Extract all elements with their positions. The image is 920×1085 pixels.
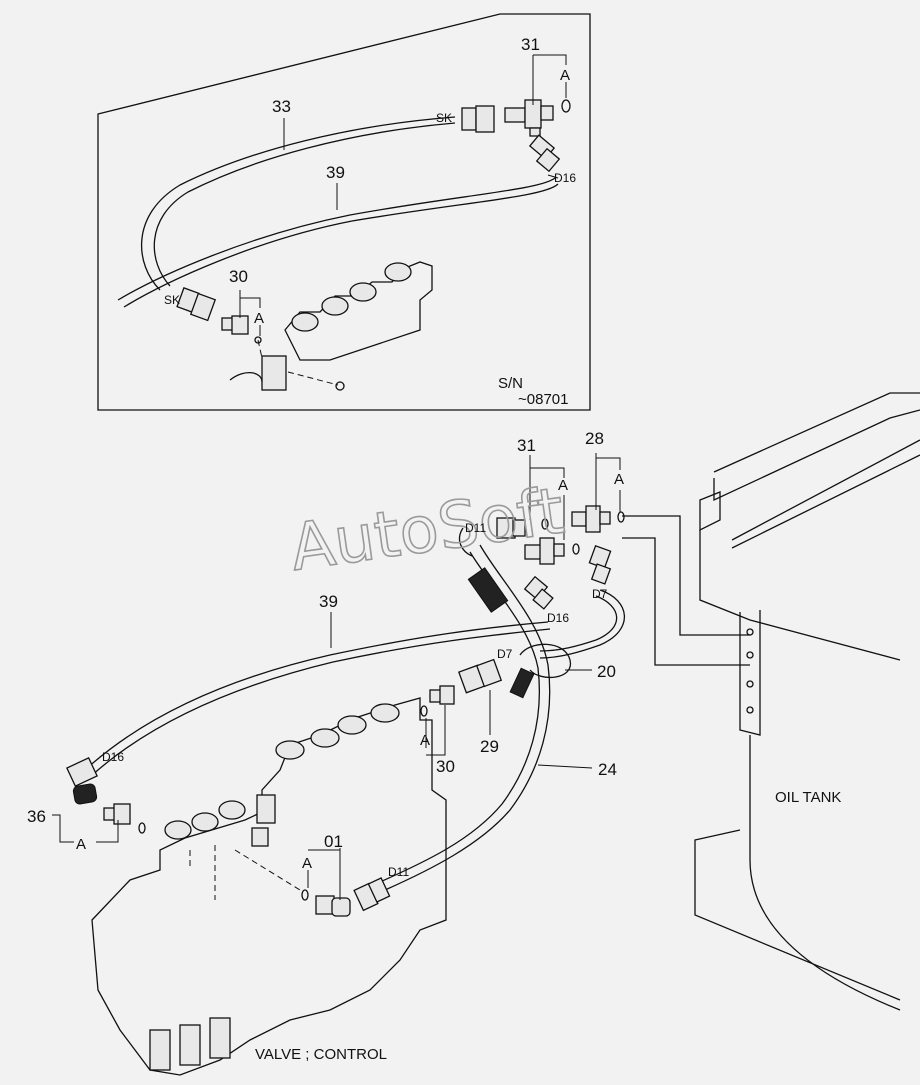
fitting-d16-upper <box>523 575 554 610</box>
inset-tee-31 <box>504 99 554 137</box>
valve-spool-caps <box>164 703 400 840</box>
inset-o-ring <box>561 99 571 113</box>
fittings <box>66 505 625 917</box>
valve-control-label: VALVE ; CONTROL <box>255 1046 387 1063</box>
adapter-30 <box>429 685 455 705</box>
inset-adapter-30 <box>221 315 249 335</box>
callout-30: 30 <box>436 757 455 776</box>
hose-39 <box>84 621 551 778</box>
callout-31-inset: 31 <box>521 35 540 54</box>
label-d16-upper: D16 <box>547 611 569 625</box>
callout-30-inset: 30 <box>229 267 248 286</box>
serial-label: S/N <box>498 375 523 392</box>
label-d11-bottom: D11 <box>388 865 409 879</box>
fitting-29 <box>458 658 503 694</box>
fitting-d16-left <box>66 757 98 805</box>
label-sk-top: SK <box>436 111 452 125</box>
label-d7-right: D7 <box>592 587 608 601</box>
label-d7-left: D7 <box>497 647 513 661</box>
adapter-36 <box>103 803 131 825</box>
letter-a-inset-bottom: A <box>254 310 264 327</box>
valve-bottom-spools <box>149 1017 231 1071</box>
inset-fitting-sk-top <box>461 105 495 133</box>
tank-bolt-holes <box>746 628 754 714</box>
inset-panel <box>97 13 591 411</box>
elbow-01 <box>315 895 351 917</box>
oil-tank <box>694 392 920 1011</box>
callout-24: 24 <box>598 760 617 779</box>
label-d16-inset: D16 <box>554 171 576 185</box>
letter-a-30: A <box>420 732 430 749</box>
letter-a-01: A <box>302 855 312 872</box>
letter-a-36: A <box>76 836 86 853</box>
letter-a-28: A <box>614 471 624 488</box>
letter-a-inset-top: A <box>560 67 570 84</box>
inset-labels: 33 39 31 A SK D16 SK 30 A S/N ~08701 <box>164 35 576 408</box>
callout-leaders <box>52 453 621 900</box>
label-sk-bottom: SK <box>164 293 180 307</box>
inset-valve-caps <box>291 262 412 332</box>
callout-33: 33 <box>272 97 291 116</box>
inset-fitting-sk-bottom <box>176 287 217 322</box>
callout-20: 20 <box>597 662 616 681</box>
inset-fitting-d16 <box>528 134 561 173</box>
callout-39: 39 <box>319 592 338 611</box>
fitting-d11-bottom <box>353 877 391 912</box>
tee-28 <box>571 505 611 533</box>
oil-tank-label: OIL TANK <box>775 789 841 806</box>
callout-01: 01 <box>324 832 343 851</box>
callout-39-inset: 39 <box>326 163 345 182</box>
control-valve <box>91 697 447 1076</box>
fitting-d7 <box>588 544 612 585</box>
clamp-20 <box>509 643 571 699</box>
label-d16-left: D16 <box>102 750 124 764</box>
fitting-d11-top <box>496 517 526 539</box>
watermark-text: AutoSoft <box>286 474 568 586</box>
label-d11-top: D11 <box>465 521 486 535</box>
serial-range: ~08701 <box>518 391 568 408</box>
callout-36: 36 <box>27 807 46 826</box>
callout-31: 31 <box>517 436 536 455</box>
tee-31 <box>524 537 565 565</box>
hose-d7-loop <box>539 589 625 659</box>
callout-28: 28 <box>585 429 604 448</box>
callout-29: 29 <box>480 737 499 756</box>
hose-24 <box>379 527 551 891</box>
main-labels: 39 31 28 A A D11 D16 D7 D7 20 29 A 30 24… <box>27 429 841 1063</box>
letter-a-31: A <box>558 477 568 494</box>
